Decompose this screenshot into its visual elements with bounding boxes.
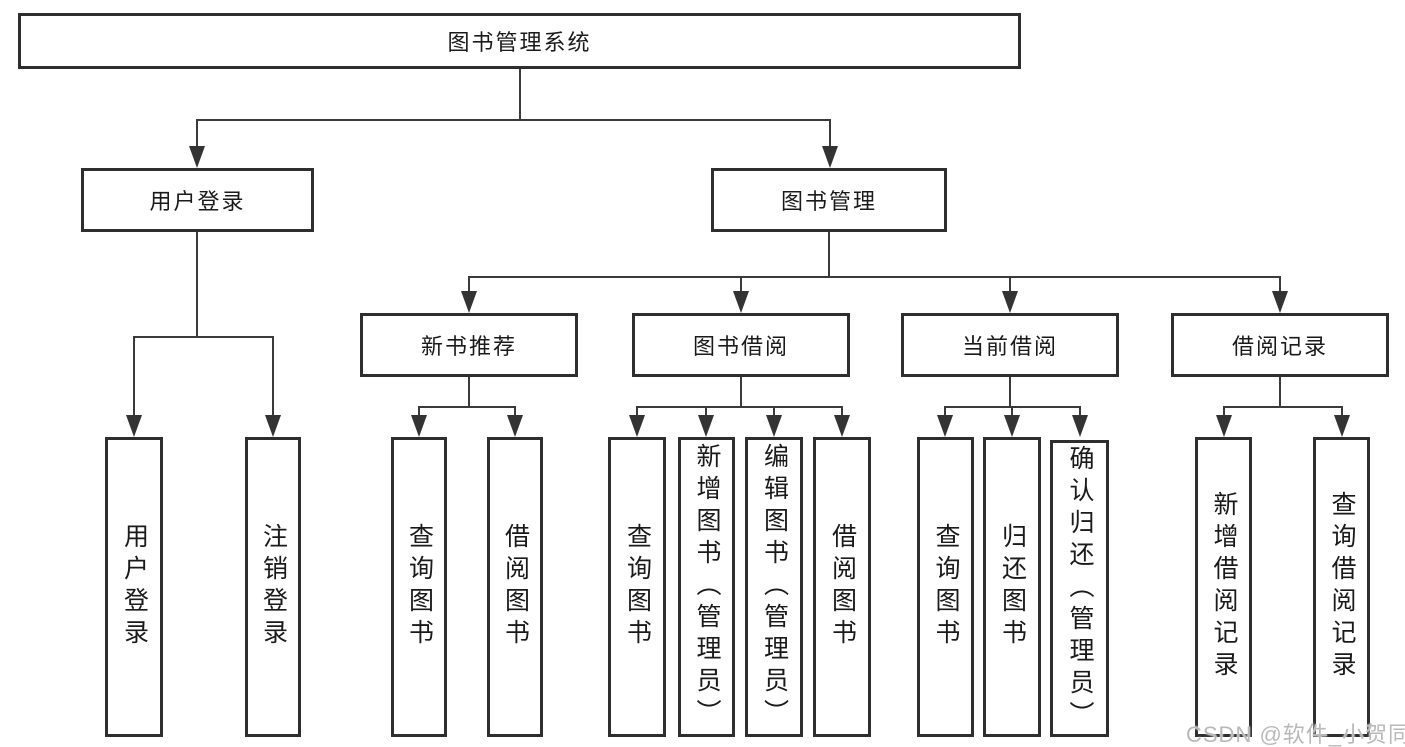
node-current-borrowing: 当前借阅 <box>901 313 1119 377</box>
leaf-query-books-current-label: 查询图书 <box>932 523 960 651</box>
arrow-down-icon <box>461 291 477 313</box>
leaf-query-books-recommend: 查询图书 <box>391 437 447 737</box>
arrow-down-icon <box>1334 415 1350 437</box>
connector-line <box>468 377 470 406</box>
connector-line <box>133 336 135 417</box>
leaf-user-login-label: 用户登录 <box>120 523 149 651</box>
connector-line <box>1279 276 1281 293</box>
node-book-management-label: 图书管理 <box>780 189 877 214</box>
arrow-down-icon <box>698 415 714 437</box>
arrow-down-icon <box>265 415 281 437</box>
arrow-down-icon <box>126 415 142 437</box>
node-current-borrowing-label: 当前借阅 <box>961 334 1058 359</box>
arrow-down-icon <box>1072 415 1088 437</box>
connector-line <box>418 406 516 408</box>
arrow-down-icon <box>1002 291 1018 313</box>
connector-line <box>705 406 707 417</box>
connector-line <box>829 119 831 150</box>
connector-line <box>468 276 1281 278</box>
leaf-query-books-recommend-label: 查询图书 <box>405 523 434 651</box>
leaf-user-login: 用户登录 <box>105 437 163 737</box>
leaf-borrow-books-recommend-label: 借阅图书 <box>501 523 530 651</box>
leaf-query-books-current: 查询图书 <box>917 437 974 737</box>
node-root: 图书管理系统 <box>18 13 1021 69</box>
leaf-query-borrow-record-label: 查询借阅记录 <box>1328 491 1356 683</box>
connector-line <box>1079 406 1081 417</box>
node-book-borrowing-label: 图书借阅 <box>692 334 789 359</box>
node-book-borrowing: 图书借阅 <box>632 313 850 377</box>
connector-line <box>519 69 521 119</box>
connector-line <box>1279 377 1281 406</box>
leaf-query-books-borrowing: 查询图书 <box>608 437 666 737</box>
connector-line <box>773 406 775 417</box>
connector-line <box>1223 406 1343 408</box>
connector-line <box>740 276 742 293</box>
leaf-return-books: 归还图书 <box>983 437 1041 737</box>
leaf-add-borrow-record: 新增借阅记录 <box>1195 437 1252 737</box>
node-new-book-recommend-label: 新书推荐 <box>420 334 517 359</box>
leaf-add-borrow-record-label: 新增借阅记录 <box>1210 491 1238 683</box>
connector-line <box>272 336 274 417</box>
node-borrowing-records: 借阅记录 <box>1171 313 1389 377</box>
leaf-add-books-admin-label: 新增图书（管理员） <box>693 443 721 731</box>
connector-line <box>740 377 742 406</box>
node-book-management: 图书管理 <box>711 168 947 232</box>
arrow-down-icon <box>937 415 953 437</box>
leaf-edit-books-admin: 编辑图书（管理员） <box>745 437 803 737</box>
arrow-down-icon <box>1004 415 1020 437</box>
arrow-down-icon <box>1272 291 1288 313</box>
node-root-label: 图书管理系统 <box>447 30 592 55</box>
leaf-borrow-books-recommend: 借阅图书 <box>487 437 543 737</box>
arrow-down-icon <box>822 146 838 168</box>
leaf-return-books-label: 归还图书 <box>998 523 1027 651</box>
arrow-down-icon <box>834 415 850 437</box>
leaf-borrow-books-borrowing: 借阅图书 <box>813 437 871 737</box>
connector-line <box>133 336 274 338</box>
leaf-logout-login: 注销登录 <box>245 437 301 737</box>
node-user-login-label: 用户登录 <box>149 189 246 214</box>
leaf-query-borrow-record: 查询借阅记录 <box>1313 437 1370 737</box>
arrow-down-icon <box>629 415 645 437</box>
arrow-down-icon <box>189 146 205 168</box>
connector-line <box>1223 406 1225 417</box>
connector-line <box>1341 406 1343 417</box>
connector-line <box>828 232 830 276</box>
arrow-down-icon <box>1216 415 1232 437</box>
connector-line <box>636 406 638 417</box>
connector-line <box>1009 377 1011 406</box>
node-new-book-recommend: 新书推荐 <box>360 313 578 377</box>
leaf-borrow-books-borrowing-label: 借阅图书 <box>828 523 857 651</box>
leaf-query-books-borrowing-label: 查询图书 <box>623 523 652 651</box>
leaf-add-books-admin: 新增图书（管理员） <box>678 437 735 737</box>
connector-line <box>196 119 831 121</box>
connector-line <box>1011 406 1013 417</box>
connector-line <box>196 232 198 336</box>
node-borrowing-records-label: 借阅记录 <box>1231 334 1328 359</box>
connector-line <box>944 406 946 417</box>
connector-line <box>1009 276 1011 293</box>
connector-line <box>418 406 420 417</box>
arrow-down-icon <box>507 415 523 437</box>
leaf-confirm-return-admin: 确认归还（管理员） <box>1050 440 1109 737</box>
connector-line <box>468 276 470 293</box>
leaf-logout-login-label: 注销登录 <box>259 523 288 651</box>
node-user-login: 用户登录 <box>81 168 314 232</box>
csdn-watermark: CSDN @软件_小贺同学 <box>1186 722 1405 747</box>
arrow-down-icon <box>766 415 782 437</box>
connector-line <box>636 406 843 408</box>
arrow-down-icon <box>411 415 427 437</box>
leaf-confirm-return-admin-label: 确认归还（管理员） <box>1066 444 1094 733</box>
leaf-edit-books-admin-label: 编辑图书（管理员） <box>760 443 789 731</box>
connector-line <box>196 119 198 150</box>
arrow-down-icon <box>733 291 749 313</box>
connector-line <box>841 406 843 417</box>
connector-line <box>514 406 516 417</box>
